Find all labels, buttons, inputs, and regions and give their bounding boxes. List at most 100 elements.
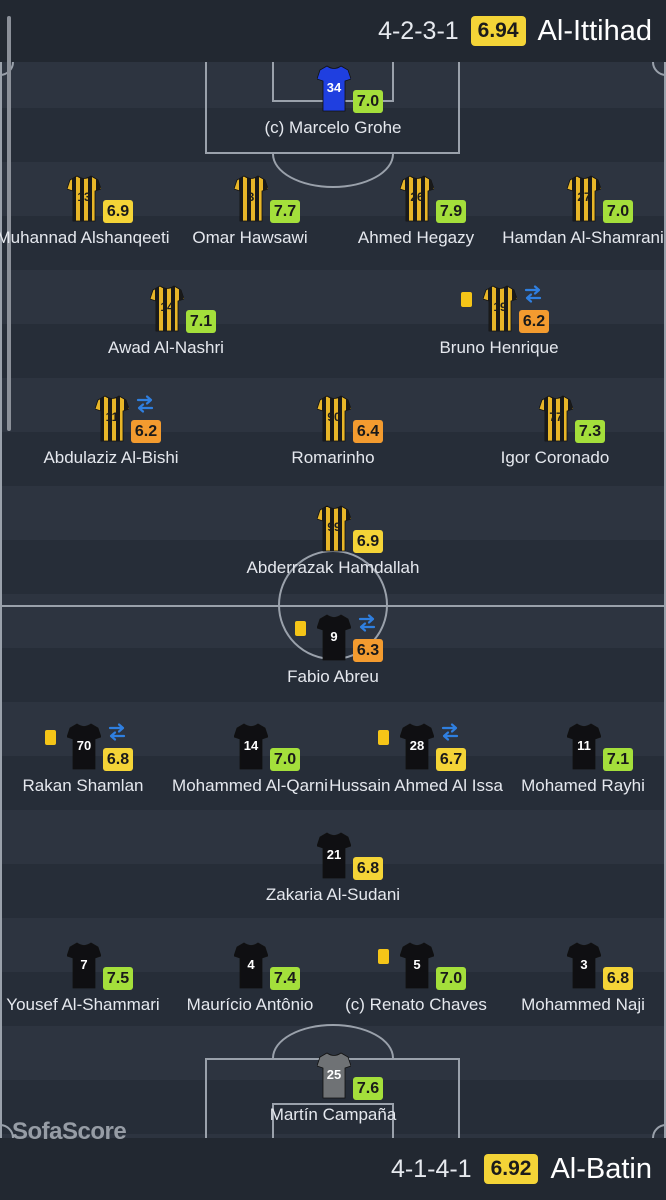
top-box-left <box>205 62 207 154</box>
bottom-six-top <box>272 1103 394 1105</box>
bottom-box-left <box>205 1058 207 1138</box>
yellow-card-icon <box>378 949 389 964</box>
away-team-name[interactable]: Al-Batin <box>550 1152 652 1185</box>
player-name: Muhannad Alshanqeeti <box>0 228 170 247</box>
player-rating: 6.3 <box>353 639 383 662</box>
player-name: Martín Campaña <box>269 1105 397 1124</box>
shirt-number: 14 <box>243 738 259 753</box>
player-rating: 6.9 <box>353 530 383 553</box>
shirt-icon <box>483 284 517 332</box>
yellow-card-icon <box>45 730 56 745</box>
player-rating: 7.0 <box>603 200 633 223</box>
shirt-number: 70 <box>76 738 92 753</box>
shirt-number: 9 <box>330 629 338 644</box>
player-rating: 7.4 <box>270 967 300 990</box>
player-name: Romarinho <box>291 448 375 467</box>
shirt-icon <box>95 394 129 442</box>
bottom-box-arc <box>272 1024 394 1058</box>
pitch-border-left <box>0 62 2 1138</box>
scrollbar[interactable] <box>7 16 11 431</box>
shirt-number: 99 <box>327 520 341 534</box>
top-box-bottom <box>205 152 460 154</box>
top-six-right <box>392 62 394 102</box>
player-rating: 7.0 <box>353 90 383 113</box>
shirt-icon <box>567 722 601 770</box>
shirt-number: 26 <box>410 190 424 204</box>
player-name: Awad Al-Nashri <box>108 338 224 357</box>
player-rating: 7.1 <box>603 748 633 771</box>
player-rating: 6.2 <box>519 310 549 333</box>
substitution-icon <box>107 722 127 742</box>
away-team-rating: 6.92 <box>483 1154 539 1184</box>
player-rating: 7.9 <box>436 200 466 223</box>
pitch-border-right <box>664 62 666 1138</box>
player-name: Igor Coronado <box>500 448 610 467</box>
player-name: Abdulaziz Al-Bishi <box>43 448 179 467</box>
shirt-icon <box>150 284 184 332</box>
shirt-number: 25 <box>326 1067 342 1082</box>
player-rating: 7.0 <box>436 967 466 990</box>
home-formation: 4-2-3-1 <box>378 16 459 45</box>
shirt-icon <box>539 394 573 442</box>
substitution-icon <box>357 613 377 633</box>
player-name: Omar Hawsawi <box>192 228 308 247</box>
shirt-icon <box>67 722 101 770</box>
player-rating: 6.7 <box>436 748 466 771</box>
substitution-icon <box>440 722 460 742</box>
player-rating: 6.8 <box>603 967 633 990</box>
home-team-name[interactable]: Al-Ittihad <box>537 14 652 47</box>
player-name: Bruno Henrique <box>439 338 559 357</box>
player-name: Rakan Shamlan <box>22 776 144 795</box>
player-name: Abderrazak Hamdallah <box>246 558 420 577</box>
substitution-icon <box>523 284 543 304</box>
player-name: Yousef Al-Shammari <box>6 995 160 1014</box>
shirt-icon <box>567 174 601 222</box>
yellow-card-icon <box>378 730 389 745</box>
player-rating: 7.7 <box>270 200 300 223</box>
home-team-bar: 4-2-3-1 6.94 Al-Ittihad <box>0 0 666 62</box>
shirt-icon <box>317 1051 351 1099</box>
player-rating: 6.2 <box>131 420 161 443</box>
shirt-number: 4 <box>247 957 255 972</box>
away-team-bar: 4-1-4-1 6.92 Al-Batin <box>0 1138 666 1200</box>
shirt-number: 5 <box>413 957 421 972</box>
player-name: Mohammed Naji <box>521 995 645 1014</box>
player-name: Hussain Ahmed Al Issa <box>329 776 503 795</box>
top-six-left <box>272 62 274 102</box>
bottom-six-right <box>392 1103 394 1138</box>
player-name: Mohammed Al-Qarni <box>172 776 328 795</box>
player-rating: 6.8 <box>103 748 133 771</box>
shirt-number: 13 <box>77 190 91 204</box>
player-rating: 7.1 <box>186 310 216 333</box>
shirt-icon <box>234 722 268 770</box>
bottom-box-right <box>458 1058 460 1138</box>
shirt-icon <box>317 831 351 879</box>
bottom-six-left <box>272 1103 274 1138</box>
shirt-number: 90 <box>327 410 341 424</box>
player-rating: 7.5 <box>103 967 133 990</box>
player-rating: 6.4 <box>353 420 383 443</box>
